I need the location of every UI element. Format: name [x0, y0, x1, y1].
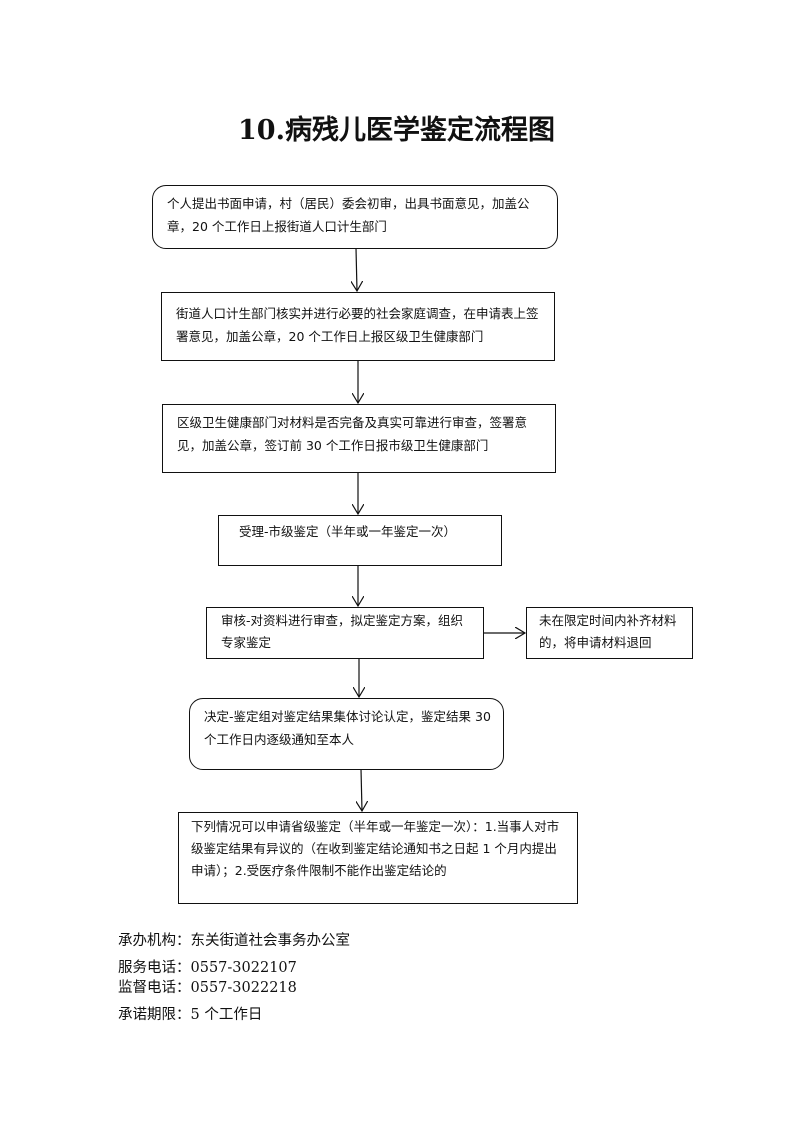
- step-acceptance: 受理-市级鉴定（半年或一年鉴定一次）: [218, 515, 502, 566]
- footer-service-phone: 服务电话：0557-3022107: [118, 960, 297, 976]
- arrow-1: [356, 247, 357, 291]
- step-decision: 决定-鉴定组对鉴定结果集体讨论认定，鉴定结果 30 个工作日内逐级通知至本人: [189, 698, 504, 770]
- side-return-materials: 未在限定时间内补齐材料的，将申请材料退回: [526, 607, 693, 659]
- step-street-review: 街道人口计生部门核实并进行必要的社会家庭调查，在申请表上签署意见，加盖公章，20…: [161, 292, 555, 361]
- step-provincial-appeal: 下列情况可以申请省级鉴定（半年或一年鉴定一次）：1.当事人对市级鉴定结果有异议的…: [178, 812, 578, 904]
- arrow-6: [361, 768, 362, 811]
- step-application: 个人提出书面申请，村（居民）委会初审，出具书面意见，加盖公章，20 个工作日上报…: [152, 185, 558, 249]
- step-district-review: 区级卫生健康部门对材料是否完备及真实可靠进行审查，签署意见，加盖公章，签订前 3…: [162, 404, 556, 473]
- page-title: 10.病残儿医学鉴定流程图: [238, 115, 555, 146]
- footer-supervision-phone: 监督电话：0557-3022218: [118, 980, 297, 996]
- footer-agency: 承办机构：东关街道社会事务办公室: [118, 933, 350, 949]
- footer-deadline: 承诺期限：5 个工作日: [118, 1007, 263, 1023]
- step-audit: 审核-对资料进行审查，拟定鉴定方案，组织专家鉴定: [206, 607, 484, 659]
